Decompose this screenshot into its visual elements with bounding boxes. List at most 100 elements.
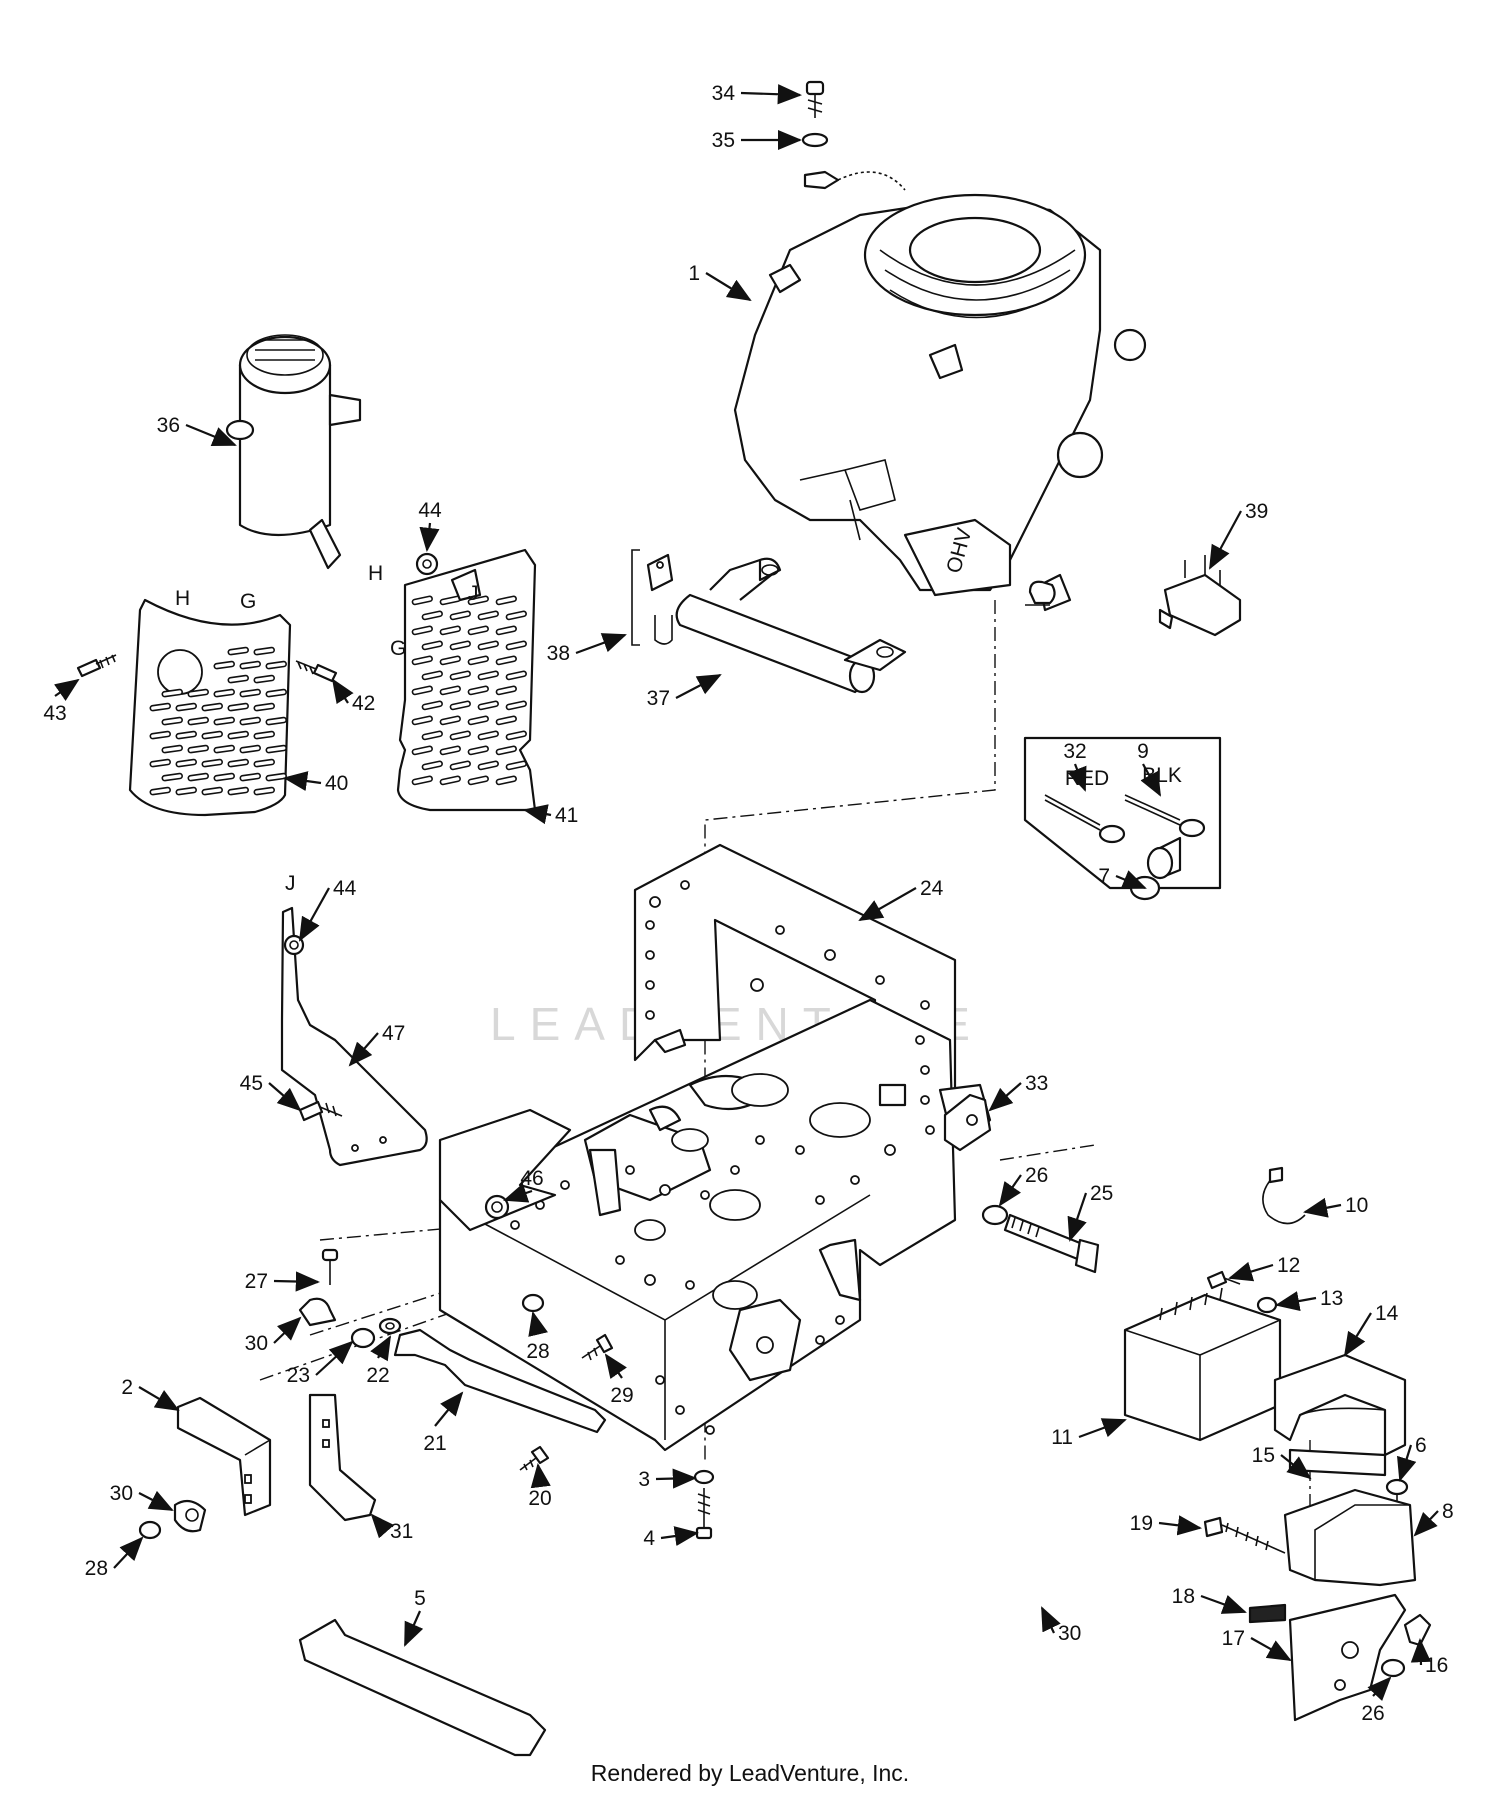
callout-c31[interactable]: 31	[390, 1520, 413, 1543]
callout-c30c[interactable]: 30	[110, 1482, 133, 1505]
clip-part-10[interactable]	[1262, 1166, 1306, 1225]
frame-part-24[interactable]	[438, 843, 992, 1452]
callout-c26a[interactable]: 26	[1025, 1164, 1048, 1187]
clamp-part-30-engine[interactable]	[1025, 580, 1056, 606]
callout-c28a[interactable]: 28	[526, 1340, 549, 1363]
exhaust-pipe-part-37[interactable]	[675, 557, 907, 694]
nut-part-44-top[interactable]	[415, 552, 439, 576]
callout-c33[interactable]: 33	[1025, 1072, 1048, 1095]
clamp-part-38[interactable]	[631, 549, 674, 646]
callout-c44a[interactable]: 44	[418, 499, 442, 522]
callout-c23[interactable]: 23	[287, 1364, 310, 1387]
callout-c45[interactable]: 45	[240, 1072, 263, 1095]
nut-part-46[interactable]	[484, 1194, 510, 1220]
callout-c44b[interactable]: 44	[333, 877, 357, 900]
bolt-part-4[interactable]	[695, 1488, 713, 1540]
callout-c13[interactable]: 13	[1320, 1287, 1343, 1310]
heat-shield-part-41[interactable]	[396, 548, 537, 812]
bolt-part-20[interactable]	[519, 1445, 550, 1471]
callout-c1[interactable]: 1	[688, 262, 700, 285]
callout-c38[interactable]: 38	[547, 642, 570, 665]
callout-c5[interactable]: 5	[414, 1587, 426, 1610]
solenoid-part-39[interactable]	[1158, 555, 1242, 637]
washer-part-35[interactable]	[801, 132, 829, 148]
callout-c3[interactable]: 3	[638, 1468, 650, 1491]
callout-c25[interactable]: 25	[1090, 1182, 1113, 1205]
nut-part-16[interactable]	[1403, 1613, 1432, 1647]
washer-part-26-frame[interactable]	[981, 1204, 1009, 1226]
callout-c2[interactable]: 2	[121, 1376, 133, 1399]
callout-c42[interactable]: 42	[352, 692, 375, 715]
callout-c34[interactable]: 34	[712, 82, 736, 105]
bracket-part-47[interactable]	[280, 906, 428, 1167]
callout-c18[interactable]: 18	[1172, 1585, 1195, 1608]
callout-c30a[interactable]: 30	[1058, 1622, 1081, 1645]
bracket-part-15[interactable]	[1288, 1448, 1387, 1477]
red-cable-part-32[interactable]	[1044, 794, 1126, 844]
bolt-part-19[interactable]	[1203, 1516, 1286, 1554]
callout-c32[interactable]: 32	[1063, 740, 1086, 763]
bolt-part-45[interactable]	[298, 1100, 343, 1122]
bolt-part-29[interactable]	[581, 1333, 614, 1361]
callout-c14[interactable]: 14	[1375, 1302, 1399, 1325]
nut-part-13[interactable]	[1256, 1296, 1278, 1314]
callout-c37[interactable]: 37	[647, 687, 670, 710]
bracket-part-17[interactable]	[1288, 1593, 1407, 1722]
bracket-part-33[interactable]	[943, 1093, 992, 1152]
bar-part-5[interactable]	[298, 1618, 547, 1757]
callout-c28b[interactable]: 28	[85, 1557, 108, 1580]
callout-c10[interactable]: 10	[1345, 1194, 1368, 1217]
callout-c30b[interactable]: 30	[245, 1332, 268, 1355]
callout-c39[interactable]: 39	[1245, 500, 1268, 523]
cover-part-14[interactable]	[1273, 1353, 1407, 1457]
bracket-part-2[interactable]	[176, 1396, 272, 1517]
bolt-part-27[interactable]	[321, 1248, 339, 1285]
nut-part-44-bracket[interactable]	[283, 934, 305, 956]
washer-part-3[interactable]	[693, 1469, 715, 1485]
callout-c29[interactable]: 29	[610, 1384, 633, 1407]
callout-c35[interactable]: 35	[712, 129, 735, 152]
clamp-part-30-left[interactable]	[298, 1297, 337, 1327]
callout-c46[interactable]: 46	[520, 1167, 543, 1190]
clamp-part-30-low[interactable]	[173, 1499, 207, 1533]
pad-part-18[interactable]	[1248, 1603, 1287, 1624]
muffler-part-36[interactable]	[225, 334, 362, 570]
callout-c15[interactable]: 15	[1252, 1444, 1275, 1467]
bolt-part-25[interactable]	[1003, 1213, 1100, 1274]
bolt-part-43[interactable]	[76, 654, 117, 678]
callout-c36[interactable]: 36	[157, 414, 180, 437]
bolt-part-12[interactable]	[1206, 1270, 1241, 1290]
callout-c4[interactable]: 4	[643, 1527, 655, 1550]
callout-c24[interactable]: 24	[920, 877, 944, 900]
washer-part-22[interactable]	[378, 1317, 402, 1335]
nut-part-28-center[interactable]	[521, 1293, 545, 1313]
callout-c20[interactable]: 20	[528, 1487, 551, 1510]
callout-c41[interactable]: 41	[555, 804, 578, 827]
callout-c47[interactable]: 47	[382, 1022, 405, 1045]
callout-c16[interactable]: 16	[1425, 1654, 1448, 1677]
nut-part-28-low[interactable]	[138, 1520, 162, 1540]
bolt-part-34[interactable]	[805, 80, 825, 118]
callout-c19[interactable]: 19	[1130, 1512, 1153, 1535]
callout-c40[interactable]: 40	[325, 772, 348, 795]
callout-c22[interactable]: 22	[366, 1364, 389, 1387]
engine-part-1[interactable]: OHV	[733, 193, 1147, 612]
callout-c9[interactable]: 9	[1137, 740, 1149, 763]
heat-shield-part-40[interactable]	[128, 598, 292, 817]
bolt-part-42[interactable]	[295, 660, 338, 683]
callout-c6[interactable]: 6	[1415, 1434, 1427, 1457]
callout-c11[interactable]: 11	[1051, 1426, 1073, 1449]
callout-c17[interactable]: 17	[1222, 1627, 1245, 1650]
nut-part-23[interactable]	[350, 1327, 376, 1349]
nut-part-26-battery[interactable]	[1380, 1658, 1406, 1678]
bracket-part-21[interactable]	[393, 1328, 607, 1434]
black-cable-part-9[interactable]	[1124, 794, 1206, 838]
callout-c8[interactable]: 8	[1442, 1500, 1454, 1523]
bracket-part-31[interactable]	[308, 1393, 377, 1522]
callout-c21[interactable]: 21	[423, 1432, 446, 1455]
callout-c43[interactable]: 43	[43, 702, 66, 725]
callout-c26b[interactable]: 26	[1361, 1702, 1384, 1725]
callout-c12[interactable]: 12	[1277, 1254, 1300, 1277]
battery-part-11[interactable]	[1123, 1287, 1282, 1442]
callout-c7[interactable]: 7	[1098, 865, 1110, 888]
